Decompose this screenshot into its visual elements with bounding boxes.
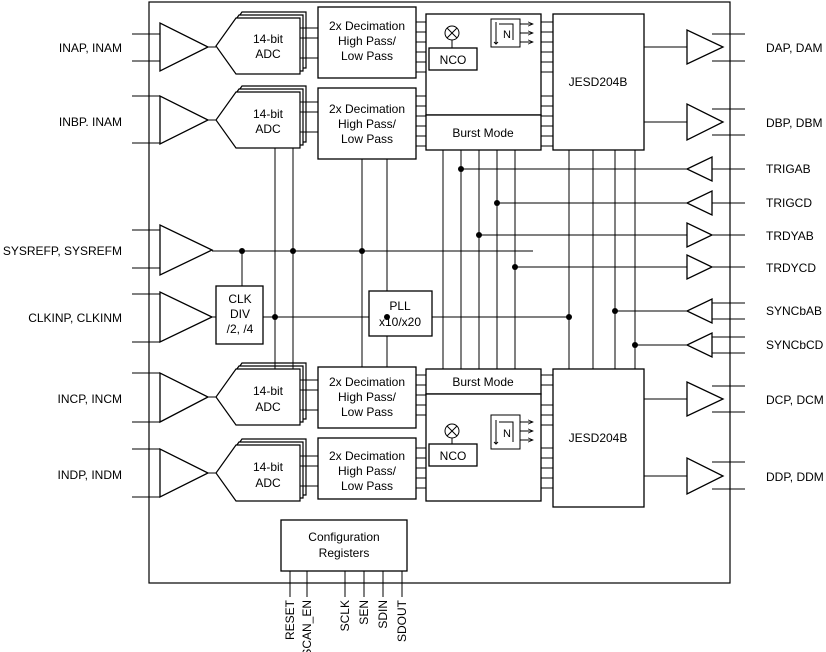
output-driver-dc (644, 380, 745, 418)
adc-d-label-1: 14-bit (253, 460, 284, 474)
config-registers: Configuration Registers (280, 519, 408, 572)
syncab-path (615, 297, 745, 325)
decimation-b-label-2: High Pass/ (338, 117, 397, 131)
adc-dec-bus (300, 27, 318, 487)
vertical-signal-lines (274, 148, 636, 369)
adc-a: 14-bit ADC (215, 11, 307, 75)
input-buffer-clkin (159, 290, 214, 344)
jesd204b-top: JESD204B (552, 13, 645, 151)
trigcd-path (497, 189, 745, 217)
pin-label-sclk: SCLK (338, 600, 352, 631)
input-buffer-c (159, 371, 210, 424)
dec-ddc-bus (416, 21, 426, 489)
config-label-1: Configuration (308, 530, 379, 544)
adc-a-label-1: 14-bit (253, 32, 284, 46)
output-driver-dd (644, 456, 745, 496)
input-buffer-sysref (159, 223, 214, 277)
adc-d-label-2: ADC (255, 476, 281, 490)
trdycd-path (515, 253, 745, 281)
decimation-a: 2x Decimation High Pass/ Low Pass (317, 6, 417, 79)
clk-div-label-2: DIV (230, 307, 250, 321)
decimation-c-label-1: 2x Decimation (329, 375, 405, 389)
decimation-d: 2x Decimation High Pass/ Low Pass (317, 437, 417, 500)
decimation-a-label-3: Low Pass (341, 49, 393, 63)
jesd204b-bottom: JESD204B (552, 368, 645, 508)
decimation-d-label-3: Low Pass (341, 479, 393, 493)
burst-mode-bottom-label: Burst Mode (452, 375, 514, 389)
pin-label-inbb: INBP. INAM (59, 115, 122, 129)
decimation-c-label-2: High Pass/ (338, 390, 397, 404)
pin-label-syncab: SYNCbAB (766, 304, 822, 318)
adc-c-label-1: 14-bit (253, 384, 284, 398)
pin-label-scan-en: SCAN_EN (300, 600, 314, 652)
decimation-b-label-1: 2x Decimation (329, 102, 405, 116)
clk-div-label-1: CLK (228, 292, 251, 306)
pll-label-1: PLL (389, 299, 411, 313)
pin-label-synccd: SYNCbCD (766, 338, 824, 352)
adc-c-label-2: ADC (255, 400, 281, 414)
decimation-b: 2x Decimation High Pass/ Low Pass (317, 87, 417, 160)
clk-div-block: CLK DIV /2, /4 (212, 285, 264, 345)
pin-label-indd: INDP, INDM (58, 468, 122, 482)
junction-dots (239, 166, 638, 348)
trdyab-path (479, 221, 745, 249)
input-lines (132, 33, 160, 498)
pin-label-sysref: SYSREFP, SYSREFM (3, 244, 122, 258)
input-buffer-d (159, 447, 210, 499)
adc-b-label-2: ADC (255, 122, 281, 136)
decimation-a-label-1: 2x Decimation (329, 19, 405, 33)
ddc-block-bottom: Burst Mode NCO N (425, 368, 542, 502)
decimation-d-label-2: High Pass/ (338, 464, 397, 478)
config-pin-lines (289, 571, 403, 597)
input-buffer-b (159, 94, 210, 146)
decimate-n-bottom: N (503, 428, 511, 440)
burst-mode-top-label: Burst Mode (452, 126, 514, 140)
pin-label-trigab: TRIGAB (766, 162, 811, 176)
decimation-c: 2x Decimation High Pass/ Low Pass (317, 366, 417, 429)
output-driver-da (644, 28, 745, 66)
input-buffer-a (159, 21, 210, 73)
pll-block: PLL x10/x20 (368, 290, 433, 337)
synccd-path (635, 331, 745, 359)
jesd204b-top-label: JESD204B (569, 75, 628, 89)
ddc-block-top: Burst Mode NCO N (425, 13, 542, 151)
chip-outline (148, 1, 731, 584)
ddc-jesd-bus (541, 21, 553, 489)
decimation-a-label-2: High Pass/ (338, 34, 397, 48)
trigab-path (461, 155, 745, 183)
pin-label-dcc: DCP, DCM (766, 393, 824, 407)
decimation-c-label-3: Low Pass (341, 405, 393, 419)
adc-b: 14-bit ADC (215, 85, 307, 149)
pin-label-trdycd: TRDYCD (766, 261, 816, 275)
pin-label-trdyab: TRDYAB (766, 229, 814, 243)
decimate-n-top: N (503, 29, 511, 41)
pin-label-inab: INAP, INAM (59, 41, 122, 55)
pin-label-reset: RESET (283, 599, 297, 640)
adc-d: 14-bit ADC (215, 438, 307, 502)
nco-bottom-label: NCO (440, 449, 467, 463)
buffer-adc-wires (208, 46, 216, 474)
pin-label-dab: DAP, DAM (766, 41, 822, 55)
pin-label-sen: SEN (357, 600, 371, 625)
adc-c: 14-bit ADC (215, 362, 307, 426)
jesd204b-bottom-label: JESD204B (569, 431, 628, 445)
clk-div-label-3: /2, /4 (227, 322, 254, 336)
config-label-2: Registers (319, 546, 370, 560)
pin-label-clkin: CLKINP, CLKINM (28, 311, 122, 325)
pin-label-dbb: DBP, DBM (766, 116, 822, 130)
pin-label-sdout: SDOUT (395, 599, 409, 642)
pin-label-ddd: DDP, DDM (766, 470, 824, 484)
pin-label-incd: INCP, INCM (58, 392, 122, 406)
output-driver-db (644, 102, 745, 142)
pin-label-trigcd: TRIGCD (766, 196, 812, 210)
adc-b-label-1: 14-bit (253, 107, 284, 121)
pin-label-sdin: SDIN (376, 600, 390, 629)
decimation-b-label-3: Low Pass (341, 132, 393, 146)
nco-top-label: NCO (440, 53, 467, 67)
adc-a-label-2: ADC (255, 47, 281, 61)
decimation-d-label-1: 2x Decimation (329, 449, 405, 463)
